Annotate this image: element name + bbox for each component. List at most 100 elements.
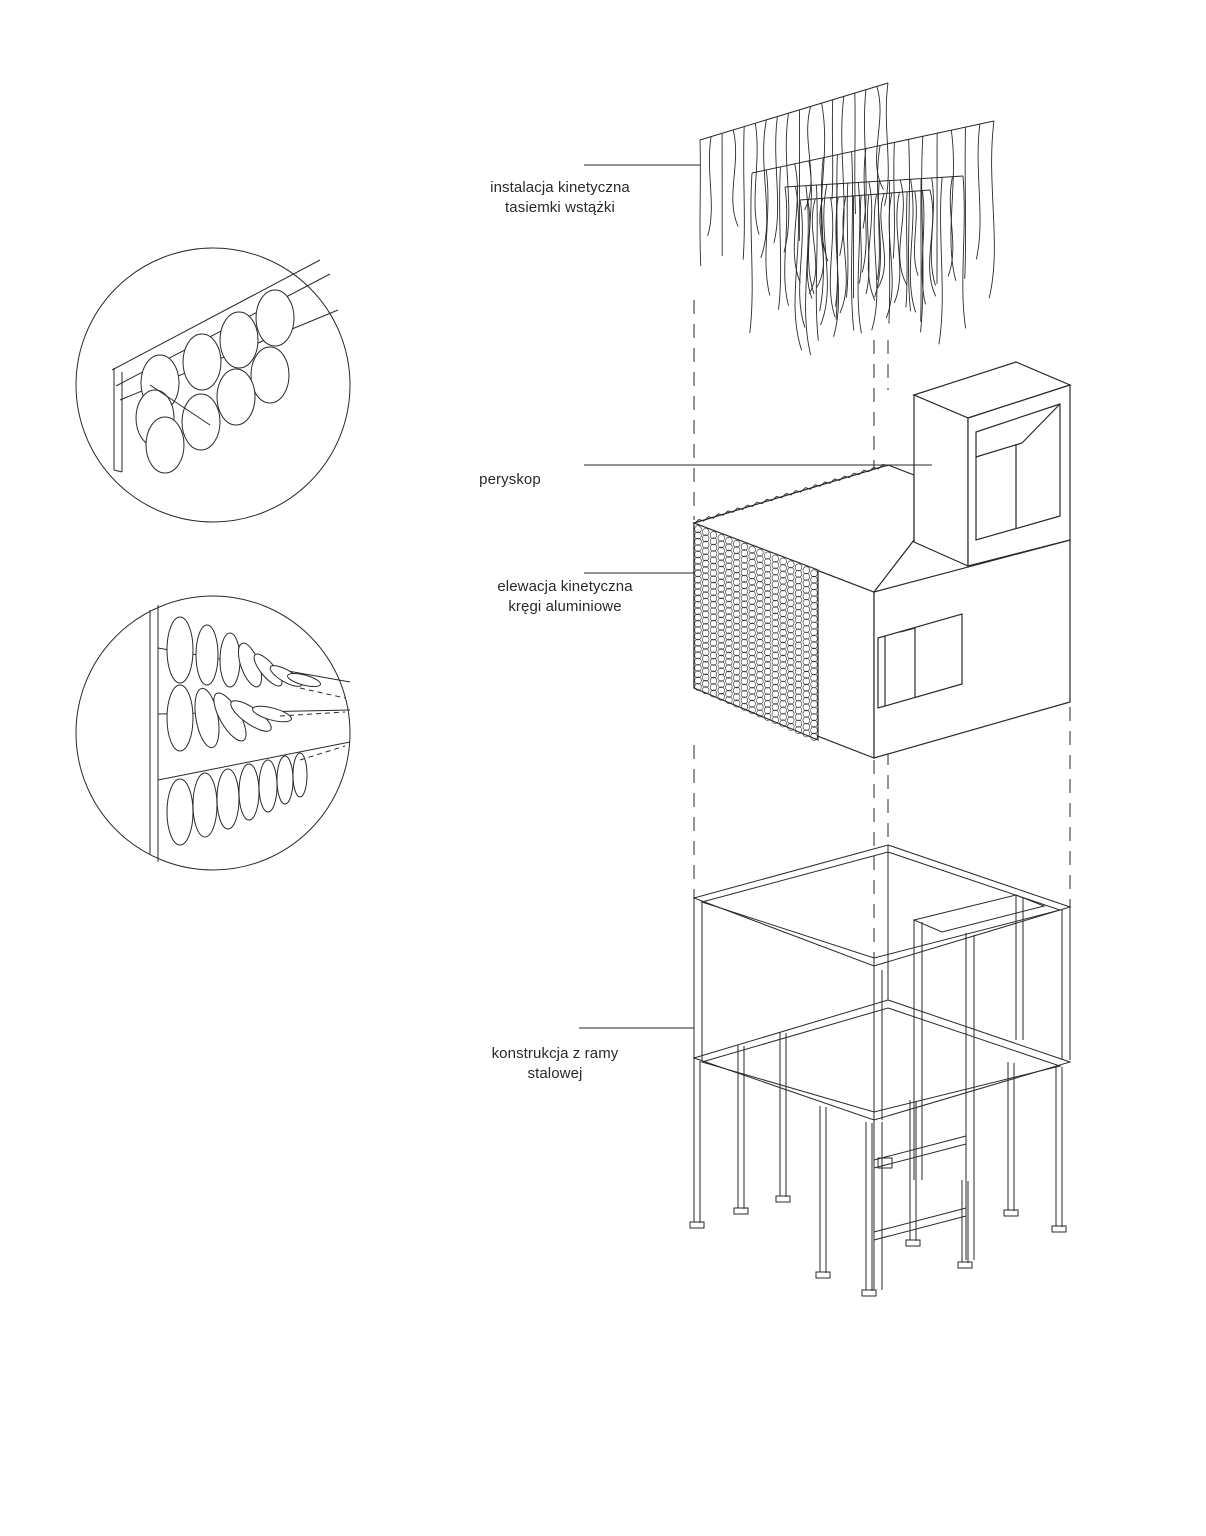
facade-disc (772, 665, 779, 672)
facade-disc (710, 582, 717, 589)
facade-disc (764, 668, 771, 675)
ribbon-strand (840, 197, 846, 314)
facade-disc (726, 595, 733, 602)
facade-disc (803, 586, 810, 593)
facade-disc (811, 609, 818, 616)
facade-disc (757, 691, 764, 698)
ribbon-strand (809, 199, 816, 294)
facade-disc (780, 675, 787, 682)
frame-base-plate (816, 1272, 830, 1278)
facade-disc (811, 629, 818, 636)
facade-disc (811, 687, 818, 694)
facade-disc (726, 556, 733, 563)
ribbon-strand (910, 179, 915, 312)
facade-disc (780, 571, 787, 578)
facade-disc (772, 581, 779, 588)
facade-disc (726, 697, 733, 704)
facade-disc (803, 665, 810, 672)
ribbon-strand (908, 139, 910, 311)
facade-disc (795, 674, 802, 681)
facade-disc (749, 553, 756, 560)
facade-disc (695, 608, 702, 615)
frame-top-ring (694, 845, 1070, 966)
facade-disc (811, 642, 818, 649)
ribbon-strand (906, 192, 907, 307)
facade-disc (710, 614, 717, 621)
facade-disc (788, 587, 795, 594)
facade-disc (795, 668, 802, 675)
facade-disc (803, 704, 810, 711)
frame-top-ring-inner (702, 852, 1060, 958)
facade-disc (764, 629, 771, 636)
facade-disc (772, 626, 779, 633)
facade-disc (803, 723, 810, 730)
facade-disc (733, 700, 740, 707)
facade-disc (811, 602, 818, 609)
ribbon-strand (852, 152, 854, 331)
facade-disc (795, 635, 802, 642)
facade-disc (726, 582, 733, 589)
facade-disc (788, 613, 795, 620)
facade-disc (718, 687, 725, 694)
facade-disc (749, 687, 756, 694)
facade-disc (733, 636, 740, 643)
facade-disc (811, 615, 818, 622)
facade-disc (710, 544, 717, 551)
ribbon-strand (807, 199, 812, 298)
facade-disc (749, 572, 756, 579)
label-ribbon-installation: instalacja kinetyczna tasiemki wstążki (470, 178, 650, 218)
facade-disc (702, 535, 709, 542)
facade-disc (749, 585, 756, 592)
facade-disc (788, 717, 795, 724)
facade-disc (811, 622, 818, 629)
facade-disc (811, 661, 818, 668)
facade-disc (803, 652, 810, 659)
facade-disc (764, 649, 771, 656)
facade-disc (780, 700, 787, 707)
facade-disc (733, 598, 740, 605)
ladder-rung (874, 1208, 966, 1232)
ribbon-strand (766, 170, 770, 296)
facade-disc (772, 652, 779, 659)
ribbon-strand (784, 113, 789, 252)
facade-disc (764, 597, 771, 604)
facade-disc (780, 720, 787, 727)
facade-disc (811, 648, 818, 655)
facade-disc (749, 559, 756, 566)
facade-disc (741, 633, 748, 640)
facade-disc (702, 668, 709, 675)
facade-disc (780, 713, 787, 720)
facade-disc (772, 684, 779, 691)
facade-disc (764, 655, 771, 662)
frame-periscope-ring (914, 895, 1044, 932)
facade-disc (764, 552, 771, 559)
facade-disc (780, 636, 787, 643)
facade-disc (795, 707, 802, 714)
facade-disc (718, 598, 725, 605)
facade-disc (803, 730, 810, 737)
facade-disc (702, 592, 709, 599)
facade-disc (795, 609, 802, 616)
facade-disc (702, 566, 709, 573)
facade-disc (780, 558, 787, 565)
facade-disc (726, 537, 733, 544)
facade-disc (741, 569, 748, 576)
facade-disc (749, 694, 756, 701)
facade-disc (718, 547, 725, 554)
facade-disc (695, 677, 702, 684)
facade-disc (726, 633, 733, 640)
facade-disc (764, 623, 771, 630)
facade-disc (733, 694, 740, 701)
ribbon-strand (965, 127, 966, 279)
facade-disc (718, 566, 725, 573)
facade-disc (733, 649, 740, 656)
facade-disc (803, 599, 810, 606)
facade-disc (741, 697, 748, 704)
facade-disc (780, 577, 787, 584)
facade-disc (718, 534, 725, 541)
facade-disc (772, 678, 779, 685)
facade-disc (764, 571, 771, 578)
facade-disc (702, 687, 709, 694)
facade-disc (733, 668, 740, 675)
ladder-rung (874, 1136, 966, 1160)
